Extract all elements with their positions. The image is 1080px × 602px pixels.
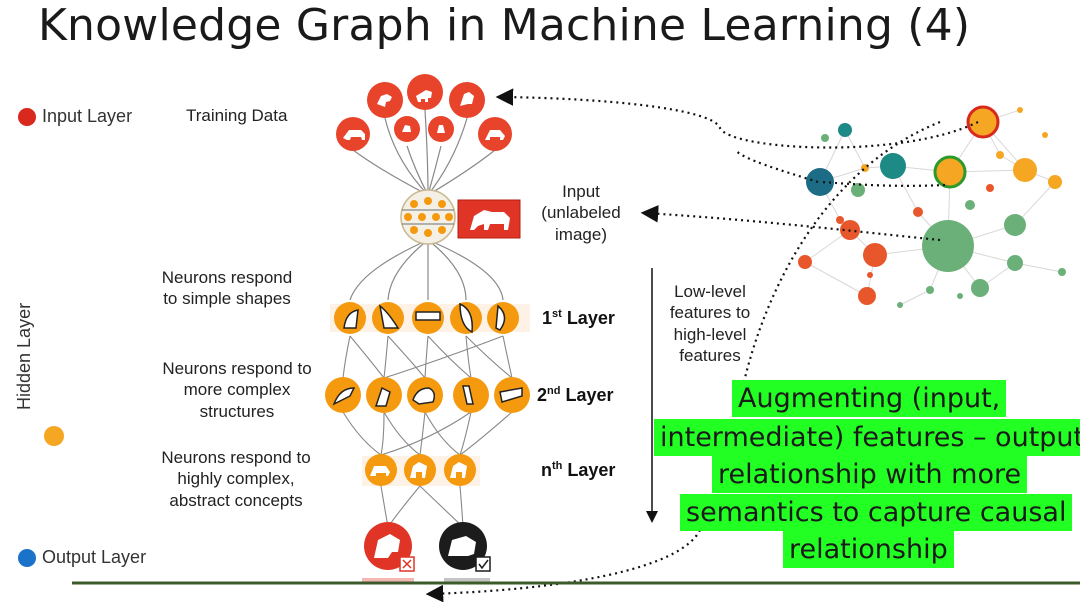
layern-connections bbox=[342, 411, 513, 456]
augment-line-4: semantics to capture causal bbox=[680, 494, 1073, 531]
first-layer-label: 1st Layer bbox=[542, 308, 615, 328]
output-connections bbox=[380, 485, 464, 528]
input-unlabeled-label: Input (unlabeled image) bbox=[541, 182, 621, 244]
knowledge-graph bbox=[798, 105, 1066, 308]
output-layer-dot bbox=[18, 548, 36, 567]
simple-shapes-label: Neurons respond to simple shapes bbox=[161, 268, 293, 309]
hidden-layer-dot bbox=[44, 426, 64, 446]
legend-output-layer: Output Layer bbox=[18, 547, 146, 568]
training-data-label: Training Data bbox=[186, 106, 288, 125]
input-connections bbox=[352, 109, 496, 196]
second-layer-label: 2nd Layer bbox=[537, 385, 614, 405]
input-image-node bbox=[400, 189, 521, 245]
augment-line-1: Augmenting (input, bbox=[732, 380, 1007, 417]
slide-title: Knowledge Graph in Machine Learning (4) bbox=[38, 0, 971, 51]
layer1-connections bbox=[349, 239, 504, 301]
augment-line-2: intermediate) features – output bbox=[654, 419, 1080, 456]
input-layer-label: Input Layer bbox=[42, 106, 133, 126]
layer2-connections bbox=[342, 335, 513, 379]
augment-line-3: relationship with more bbox=[712, 456, 1028, 493]
augment-line-5: relationship bbox=[783, 531, 954, 568]
output-nodes bbox=[362, 522, 491, 584]
legend-input-layer: Input Layer bbox=[18, 106, 132, 127]
abstract-concepts-label: Neurons respond to highly complex, abstr… bbox=[161, 448, 311, 510]
second-layer-neurons bbox=[325, 377, 530, 413]
graph-mapping-arrows bbox=[425, 88, 979, 602]
complex-structures-label: Neurons respond to more complex structur… bbox=[162, 359, 312, 421]
input-layer-dot bbox=[18, 107, 36, 126]
first-layer-neurons bbox=[330, 302, 530, 334]
training-data-nodes bbox=[336, 74, 512, 151]
low-to-high-label: Low-level features to high-level feature… bbox=[669, 282, 751, 365]
nth-layer-label: nth Layer bbox=[541, 460, 616, 480]
nth-layer-neurons bbox=[362, 454, 480, 486]
output-layer-label: Output Layer bbox=[42, 547, 147, 567]
